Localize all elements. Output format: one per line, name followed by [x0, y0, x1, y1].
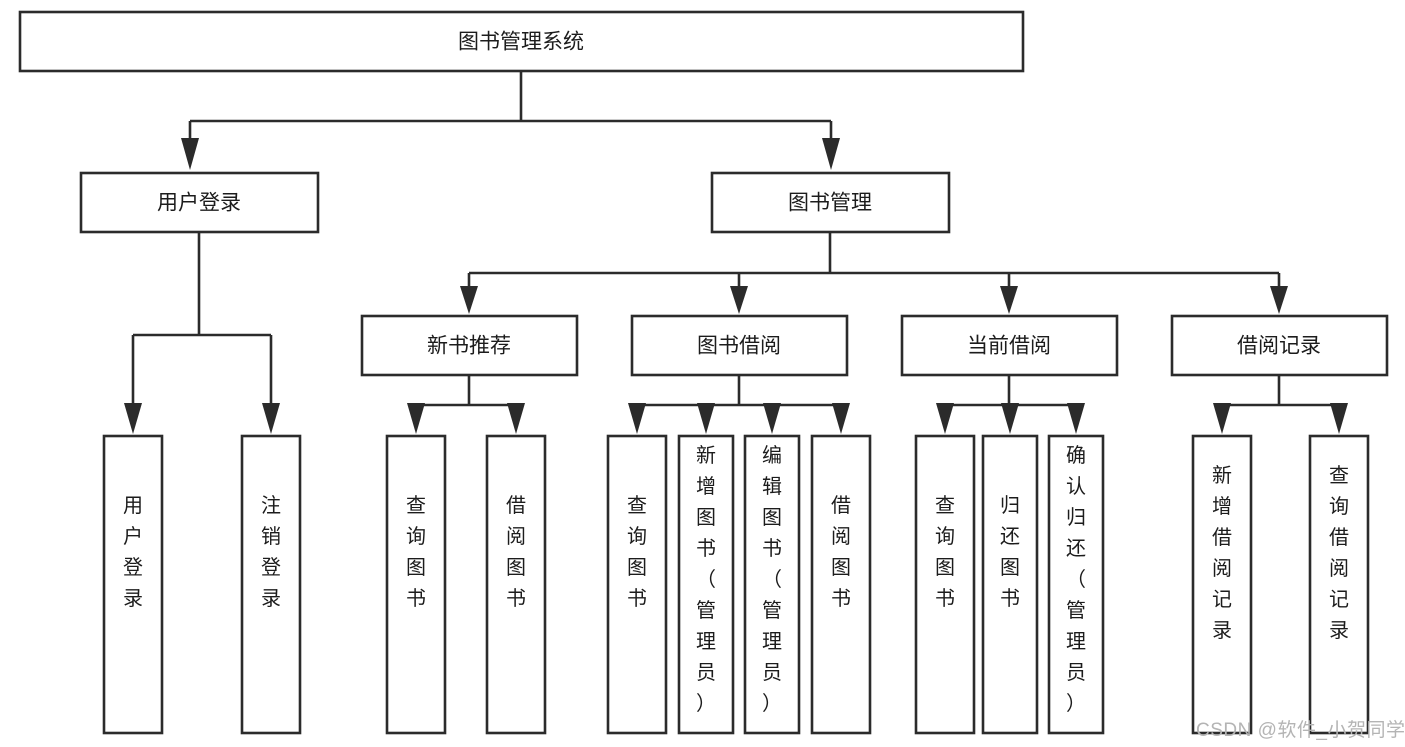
node-leaf-edit-book-label: 编辑图书（管理员）	[762, 444, 782, 715]
arrow-head-leaf-borrow-book-1	[507, 403, 525, 434]
node-leaf-borrow-book-2-label: 借阅图书	[831, 494, 851, 610]
node-leaf-user-login[interactable]: 用户登录	[102, 434, 164, 735]
node-leaf-query-book-1-box[interactable]	[385, 434, 447, 735]
arrow-head-leaf-confirm-return	[1067, 403, 1085, 434]
arrow-head-book-manage	[822, 138, 840, 170]
arrow-head-user-login	[181, 138, 199, 170]
node-new-book-rec-label: 新书推荐	[427, 335, 511, 358]
node-leaf-add-record-label: 新增借阅记录	[1212, 464, 1232, 642]
node-leaf-add-book[interactable]: 新增图书（管理员）	[677, 434, 735, 735]
node-leaf-borrow-book-2-box[interactable]	[810, 434, 872, 735]
node-book-manage-box[interactable]	[710, 171, 951, 234]
node-current-borrow-box[interactable]	[900, 314, 1119, 377]
node-leaf-return-book-box[interactable]	[981, 434, 1039, 735]
node-new-book-rec-box[interactable]	[360, 314, 579, 377]
node-leaf-query-book-3-box[interactable]	[914, 434, 976, 735]
arrow-head-book-borrow	[730, 286, 748, 314]
node-leaf-query-book-1[interactable]: 查询图书	[385, 434, 447, 735]
node-leaf-borrow-book-1-label: 借阅图书	[506, 494, 526, 610]
connector-new-book-rec-to-leaves	[407, 375, 525, 434]
node-current-borrow-label: 当前借阅	[967, 335, 1051, 358]
node-leaf-edit-book-box[interactable]	[743, 434, 801, 735]
node-leaf-confirm-return-label: 确认归还（管理员）	[1066, 444, 1086, 715]
node-leaf-return-book[interactable]: 归还图书	[981, 434, 1039, 735]
arrow-head-leaf-logout	[262, 403, 280, 434]
arrow-head-leaf-query-book-3	[936, 403, 954, 434]
node-leaf-return-book-label: 归还图书	[1000, 494, 1020, 610]
node-root-label: 图书管理系统	[458, 31, 584, 54]
arrow-head-leaf-query-record	[1330, 403, 1348, 434]
node-root[interactable]: 图书管理系统	[18, 10, 1025, 73]
arrow-head-leaf-add-book	[697, 403, 715, 434]
node-borrow-record-label: 借阅记录	[1237, 335, 1321, 358]
connector-user-login-to-leaves	[124, 232, 280, 434]
node-leaf-query-book-3-label: 查询图书	[935, 494, 955, 610]
node-leaf-add-record-box[interactable]	[1191, 434, 1253, 735]
node-user-login[interactable]: 用户登录	[79, 171, 320, 234]
arrow-head-leaf-add-record	[1213, 403, 1231, 434]
arrow-head-leaf-edit-book	[763, 403, 781, 434]
node-leaf-add-book-label: 新增图书（管理员）	[696, 444, 716, 715]
node-leaf-query-record[interactable]: 查询借阅记录	[1308, 434, 1370, 735]
arrow-head-leaf-borrow-book-2	[832, 403, 850, 434]
node-leaf-query-book-1-label: 查询图书	[406, 494, 426, 610]
connector-borrow-record-to-leaves	[1213, 375, 1348, 434]
csdn-watermark: CSDN @软件_小贺同学	[1196, 719, 1405, 741]
connector-current-borrow-to-leaves	[936, 375, 1085, 434]
arrow-head-leaf-user-login	[124, 403, 142, 434]
node-leaf-user-login-box[interactable]	[102, 434, 164, 735]
node-leaf-confirm-return[interactable]: 确认归还（管理员）	[1047, 434, 1105, 735]
arrow-head-leaf-query-book-2	[628, 403, 646, 434]
node-leaf-borrow-book-1-box[interactable]	[485, 434, 547, 735]
node-leaf-logout[interactable]: 注销登录	[240, 434, 302, 735]
node-book-borrow-box[interactable]	[630, 314, 849, 377]
node-user-login-box[interactable]	[79, 171, 320, 234]
arrow-head-borrow-record	[1270, 286, 1288, 314]
connector-root-to-level1	[181, 71, 840, 170]
connector-book-manage-to-level2	[460, 232, 1288, 314]
arrow-head-leaf-query-book-1	[407, 403, 425, 434]
node-leaf-query-record-box[interactable]	[1308, 434, 1370, 735]
node-leaf-add-book-box[interactable]	[677, 434, 735, 735]
node-leaf-query-book-2[interactable]: 查询图书	[606, 434, 668, 735]
arrow-head-current-borrow	[1000, 286, 1018, 314]
node-user-login-label: 用户登录	[157, 192, 241, 215]
arrow-head-leaf-return-book	[1001, 403, 1019, 434]
node-leaf-logout-label: 注销登录	[261, 494, 281, 610]
node-book-manage[interactable]: 图书管理	[710, 171, 951, 234]
node-leaf-add-record[interactable]: 新增借阅记录	[1191, 434, 1253, 735]
node-current-borrow[interactable]: 当前借阅	[900, 314, 1119, 377]
node-leaf-user-login-label: 用户登录	[123, 495, 143, 610]
node-leaf-query-book-2-box[interactable]	[606, 434, 668, 735]
node-borrow-record-box[interactable]	[1170, 314, 1389, 377]
node-book-manage-label: 图书管理	[788, 192, 872, 215]
node-root-box[interactable]	[18, 10, 1025, 73]
node-leaf-borrow-book-1[interactable]: 借阅图书	[485, 434, 547, 735]
node-book-borrow[interactable]: 图书借阅	[630, 314, 849, 377]
node-borrow-record[interactable]: 借阅记录	[1170, 314, 1389, 377]
node-leaf-query-book-2-label: 查询图书	[627, 494, 647, 610]
connector-book-borrow-to-leaves	[628, 375, 850, 434]
node-new-book-rec[interactable]: 新书推荐	[360, 314, 579, 377]
node-leaf-query-record-label: 查询借阅记录	[1329, 464, 1349, 642]
node-leaf-logout-box[interactable]	[240, 434, 302, 735]
node-leaf-query-book-3[interactable]: 查询图书	[914, 434, 976, 735]
node-leaf-edit-book[interactable]: 编辑图书（管理员）	[743, 434, 801, 735]
node-leaf-borrow-book-2[interactable]: 借阅图书	[810, 434, 872, 735]
node-leaf-confirm-return-box[interactable]	[1047, 434, 1105, 735]
arrow-head-new-book-rec	[460, 286, 478, 314]
node-book-borrow-label: 图书借阅	[697, 335, 781, 358]
